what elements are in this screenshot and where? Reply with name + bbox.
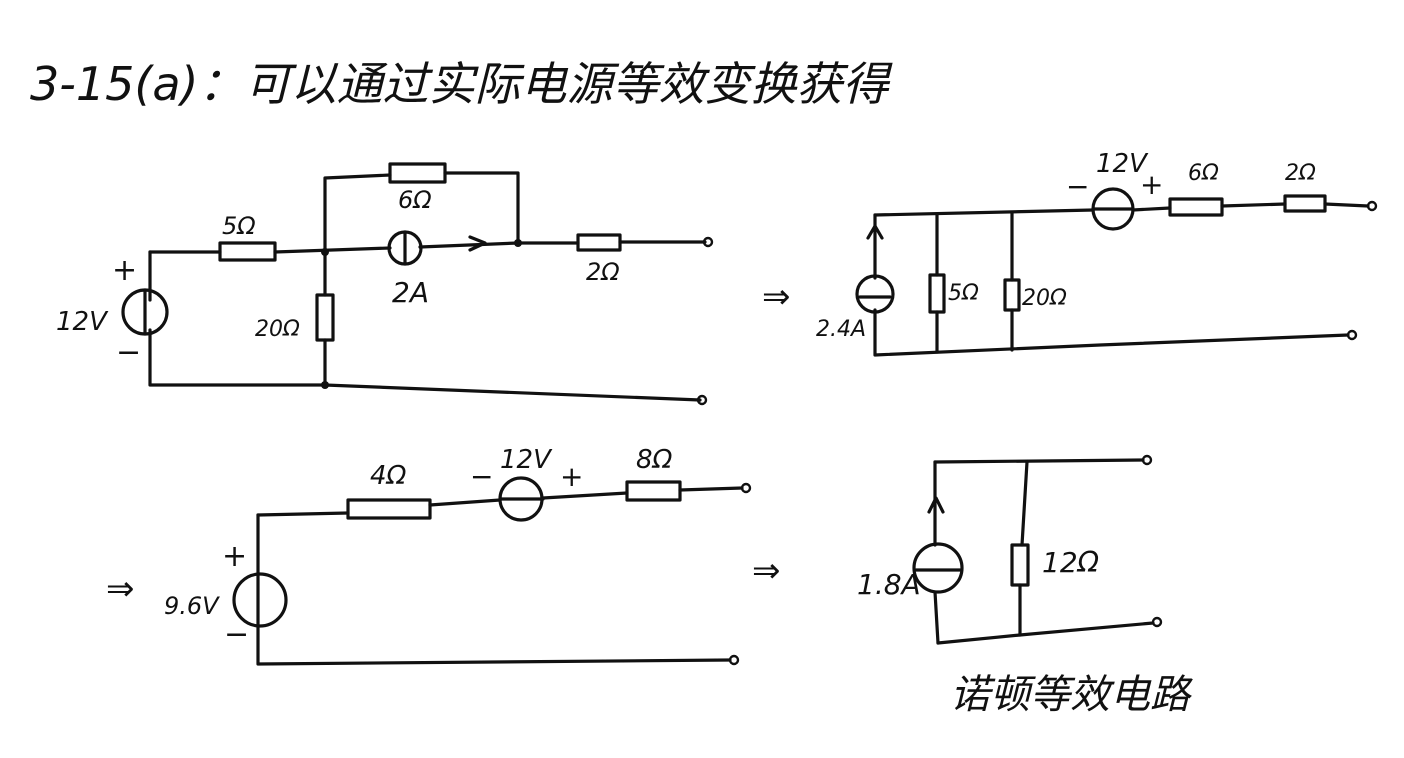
plus-sign: + bbox=[112, 253, 137, 288]
plus-sign: + bbox=[1140, 168, 1163, 201]
wire bbox=[428, 498, 502, 507]
implies-arrow-icon: ⇒ bbox=[106, 569, 135, 609]
resistor-label: 20Ω bbox=[1022, 286, 1067, 311]
arrow-up-icon bbox=[927, 496, 945, 514]
resistor-6ohm bbox=[1168, 197, 1224, 217]
current-source-symbol bbox=[912, 542, 964, 594]
voltage-label: 12V bbox=[1096, 149, 1149, 179]
resistor-label: 8Ω bbox=[636, 445, 673, 475]
wire bbox=[256, 623, 732, 666]
voltage-label: 12V bbox=[56, 307, 109, 337]
junction-dot bbox=[321, 381, 329, 389]
wire bbox=[1323, 202, 1370, 208]
voltage-label: 12V bbox=[500, 445, 553, 475]
plus-sign: + bbox=[560, 460, 583, 493]
resistor-5ohm bbox=[928, 273, 946, 314]
terminal bbox=[728, 654, 740, 666]
resistor-label: 2Ω bbox=[586, 258, 620, 286]
current-label: 2.4A bbox=[816, 317, 866, 342]
plus-sign: + bbox=[222, 539, 247, 574]
resistor-2ohm bbox=[576, 233, 622, 252]
wire bbox=[541, 491, 629, 500]
implies-arrow-icon: ⇒ bbox=[752, 551, 781, 591]
wire bbox=[323, 173, 392, 254]
minus-sign: − bbox=[1066, 170, 1089, 203]
resistor-4ohm bbox=[346, 498, 432, 520]
minus-sign: − bbox=[470, 460, 493, 493]
resistor-8ohm bbox=[625, 480, 682, 502]
wire bbox=[936, 621, 1155, 645]
terminal bbox=[702, 236, 714, 248]
resistor-label: 2Ω bbox=[1285, 161, 1316, 186]
wire bbox=[1020, 460, 1029, 547]
resistor-2ohm bbox=[1283, 194, 1327, 213]
resistor-5ohm bbox=[218, 241, 277, 262]
terminal bbox=[1141, 454, 1153, 466]
norton-caption: 诺顿等效电路 bbox=[950, 672, 1193, 718]
wire bbox=[256, 511, 350, 517]
wire bbox=[873, 208, 1095, 217]
wire bbox=[1131, 206, 1172, 212]
resistor-label: 20Ω bbox=[255, 317, 300, 342]
terminal bbox=[740, 482, 752, 494]
terminal bbox=[1346, 329, 1358, 341]
current-label: 1.8A bbox=[857, 568, 921, 601]
junction-dot bbox=[514, 239, 522, 247]
voltage-source-symbol bbox=[232, 572, 288, 628]
resistor-20ohm bbox=[315, 293, 335, 342]
minus-sign: − bbox=[116, 335, 141, 370]
junction-dot bbox=[321, 248, 329, 256]
wire bbox=[148, 328, 702, 402]
minus-sign: − bbox=[224, 617, 249, 652]
wire bbox=[933, 590, 940, 645]
wire bbox=[418, 241, 580, 249]
circuit-4: ⇒ 1.8A 12Ω 诺顿等效电路 bbox=[752, 454, 1193, 718]
current-label: 2A bbox=[392, 276, 429, 309]
terminal bbox=[1151, 616, 1163, 628]
resistor-6ohm bbox=[388, 162, 447, 184]
arrow-icon bbox=[468, 235, 487, 252]
wire bbox=[443, 171, 520, 245]
wire bbox=[1220, 202, 1287, 208]
resistor-label: 12Ω bbox=[1042, 546, 1100, 579]
wire bbox=[873, 308, 1350, 357]
voltage-label: 9.6V bbox=[164, 592, 220, 620]
circuit-3: ⇒ + − 9.6V 4Ω − 12V + 8Ω bbox=[106, 445, 752, 666]
resistor-label: 4Ω bbox=[370, 461, 407, 491]
resistor-20ohm bbox=[1003, 278, 1021, 312]
terminal bbox=[696, 394, 708, 406]
resistor-label: 6Ω bbox=[1188, 161, 1219, 186]
page-title: 3-15(a)：可以通过实际电源等效变换获得 bbox=[30, 57, 893, 111]
terminal bbox=[1366, 200, 1378, 212]
resistor-12ohm bbox=[1010, 543, 1030, 587]
resistor-label: 6Ω bbox=[398, 186, 432, 214]
arrow-up-icon bbox=[866, 224, 884, 240]
circuit-1: + − 12V 5Ω 20Ω 6Ω 2Ω 2A bbox=[56, 162, 714, 406]
wire bbox=[273, 246, 392, 254]
resistor-label: 5Ω bbox=[948, 281, 979, 306]
implies-arrow-icon: ⇒ bbox=[762, 277, 791, 317]
resistor-label: 5Ω bbox=[222, 212, 256, 240]
wire bbox=[678, 486, 744, 492]
wire bbox=[933, 458, 1145, 464]
current-source-symbol bbox=[855, 274, 895, 314]
circuit-2: ⇒ 2.4A 5Ω 20Ω − 12V + 6Ω 2Ω bbox=[762, 149, 1378, 357]
